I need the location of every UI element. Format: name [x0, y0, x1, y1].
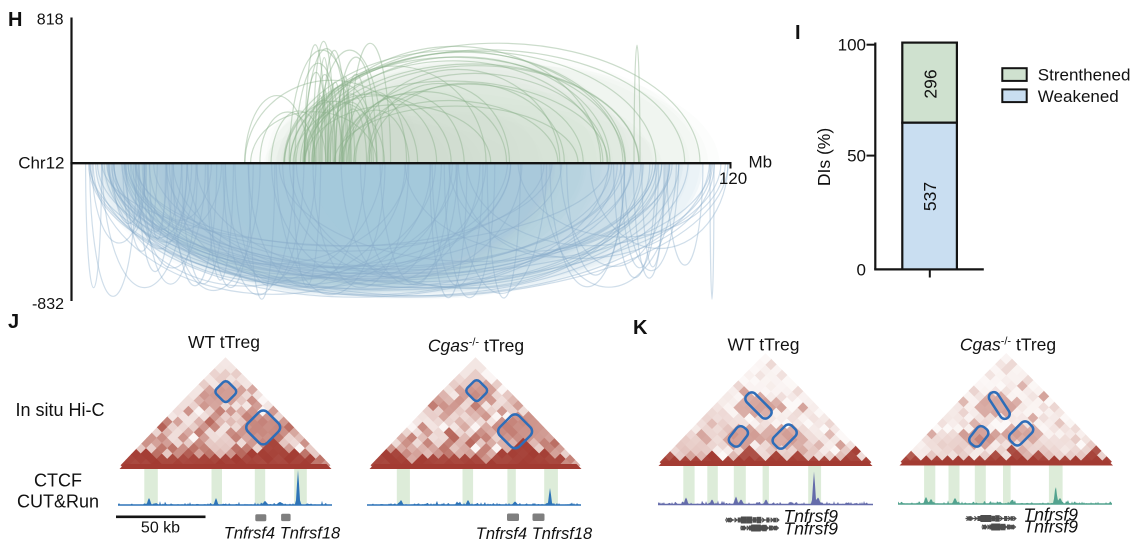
- svg-text:I: I: [795, 22, 801, 44]
- svg-text:50 kb: 50 kb: [141, 520, 180, 537]
- svg-text:0: 0: [857, 260, 866, 279]
- svg-text:DIs (%): DIs (%): [814, 128, 834, 186]
- svg-text:818: 818: [37, 12, 64, 29]
- svg-text:In situ Hi-C: In situ Hi-C: [16, 400, 105, 420]
- svg-text:-832: -832: [32, 296, 64, 313]
- svg-text:Tnfrsf4 Tnfrsf18: Tnfrsf4 Tnfrsf18: [476, 525, 593, 543]
- svg-text:296: 296: [921, 69, 941, 98]
- svg-text:Chr12: Chr12: [18, 154, 64, 173]
- svg-text:CUT&Run: CUT&Run: [17, 492, 99, 512]
- svg-text:Weakened: Weakened: [1038, 87, 1119, 106]
- svg-text:Cgas-/- tTreg: Cgas-/- tTreg: [960, 335, 1056, 355]
- svg-text:537: 537: [920, 182, 940, 211]
- svg-text:50: 50: [847, 147, 866, 166]
- svg-text:120: 120: [719, 169, 747, 188]
- svg-text:K: K: [633, 317, 648, 339]
- svg-text:Tnfrsf9: Tnfrsf9: [784, 506, 839, 526]
- svg-text:Tnfrsf9: Tnfrsf9: [784, 519, 839, 539]
- svg-text:Strenthened: Strenthened: [1038, 66, 1131, 85]
- svg-text:H: H: [8, 9, 22, 31]
- svg-text:Cgas-/- tTreg: Cgas-/- tTreg: [428, 336, 524, 356]
- svg-text:Tnfrsf9: Tnfrsf9: [1024, 505, 1079, 525]
- svg-text:100: 100: [838, 36, 866, 55]
- svg-text:Mb: Mb: [749, 153, 773, 172]
- svg-text:WT tTreg: WT tTreg: [188, 332, 260, 352]
- svg-text:WT tTreg: WT tTreg: [728, 335, 800, 355]
- svg-text:Tnfrsf9: Tnfrsf9: [1024, 517, 1079, 537]
- svg-text:CTCF: CTCF: [34, 471, 82, 491]
- svg-text:Tnfrsf4 Tnfrsf18: Tnfrsf4 Tnfrsf18: [224, 525, 341, 543]
- svg-text:J: J: [8, 311, 19, 333]
